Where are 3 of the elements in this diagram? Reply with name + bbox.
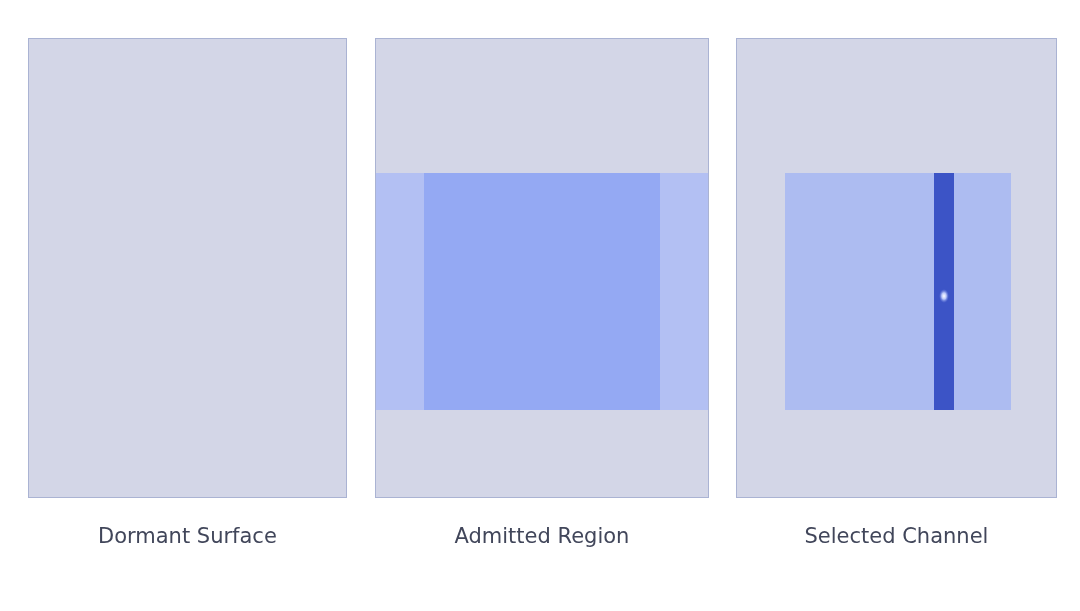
panel-caption: Dormant Surface [98,523,277,549]
panel-caption: Selected Channel [804,523,989,549]
panel-caption: Admitted Region [454,523,630,549]
